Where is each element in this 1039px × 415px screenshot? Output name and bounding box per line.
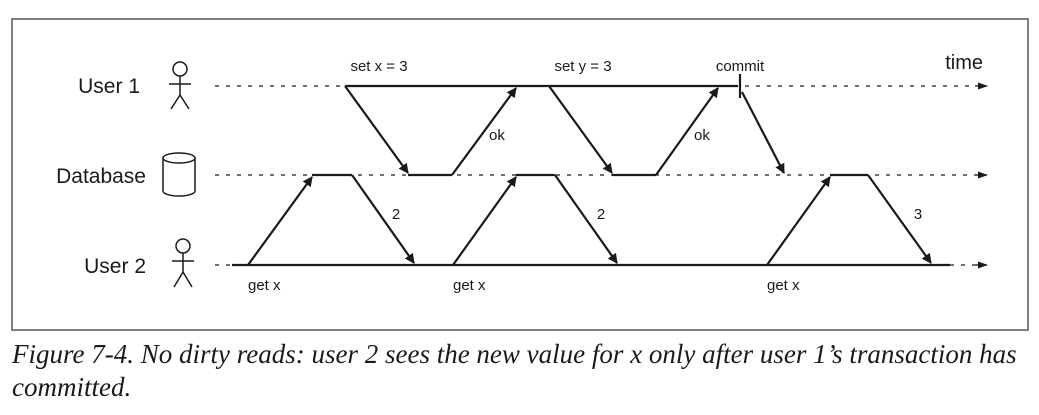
user1-person-icon	[169, 61, 191, 110]
label-response-3: 3	[914, 206, 922, 223]
actor-label-database: Database	[56, 165, 146, 188]
actor-label-user1: User 1	[78, 75, 140, 98]
dirty-reads-diagram: User 1 Database User 2	[11, 18, 1029, 331]
arrow-set-y-ok	[655, 87, 719, 176]
label-get-x-2: get x	[453, 277, 486, 294]
database-cylinder-icon	[162, 152, 196, 197]
arrow-get-x-3-response	[867, 174, 932, 264]
label-get-x-1: get x	[248, 277, 281, 294]
user2-person-icon	[172, 238, 194, 288]
label-get-x-3: get x	[767, 277, 800, 294]
arrow-get-x-1-request	[247, 176, 313, 266]
arrow-set-x-request	[344, 85, 409, 174]
figure-caption: Figure 7-4. No dirty reads: user 2 sees …	[12, 339, 1017, 402]
arrow-get-x-2-response	[554, 174, 618, 264]
arrow-commit-request	[741, 91, 785, 174]
label-response-1: 2	[392, 206, 400, 223]
label-set-y: set y = 3	[554, 58, 611, 75]
label-ok-1: ok	[489, 127, 505, 144]
label-time: time	[945, 52, 983, 74]
label-ok-2: ok	[694, 127, 710, 144]
user1-arrows	[344, 85, 785, 176]
actor-label-user2: User 2	[84, 255, 146, 278]
figure-frame	[11, 18, 1029, 331]
arrow-get-x-2-request	[452, 176, 517, 266]
arrow-set-x-ok	[451, 87, 517, 176]
label-set-x: set x = 3	[350, 58, 407, 75]
label-response-2: 2	[597, 206, 605, 223]
label-commit: commit	[716, 58, 765, 75]
arrow-set-y-request	[548, 85, 613, 174]
arrow-get-x-3-request	[766, 176, 831, 266]
arrow-get-x-1-response	[351, 174, 415, 264]
user2-arrows	[247, 174, 932, 266]
